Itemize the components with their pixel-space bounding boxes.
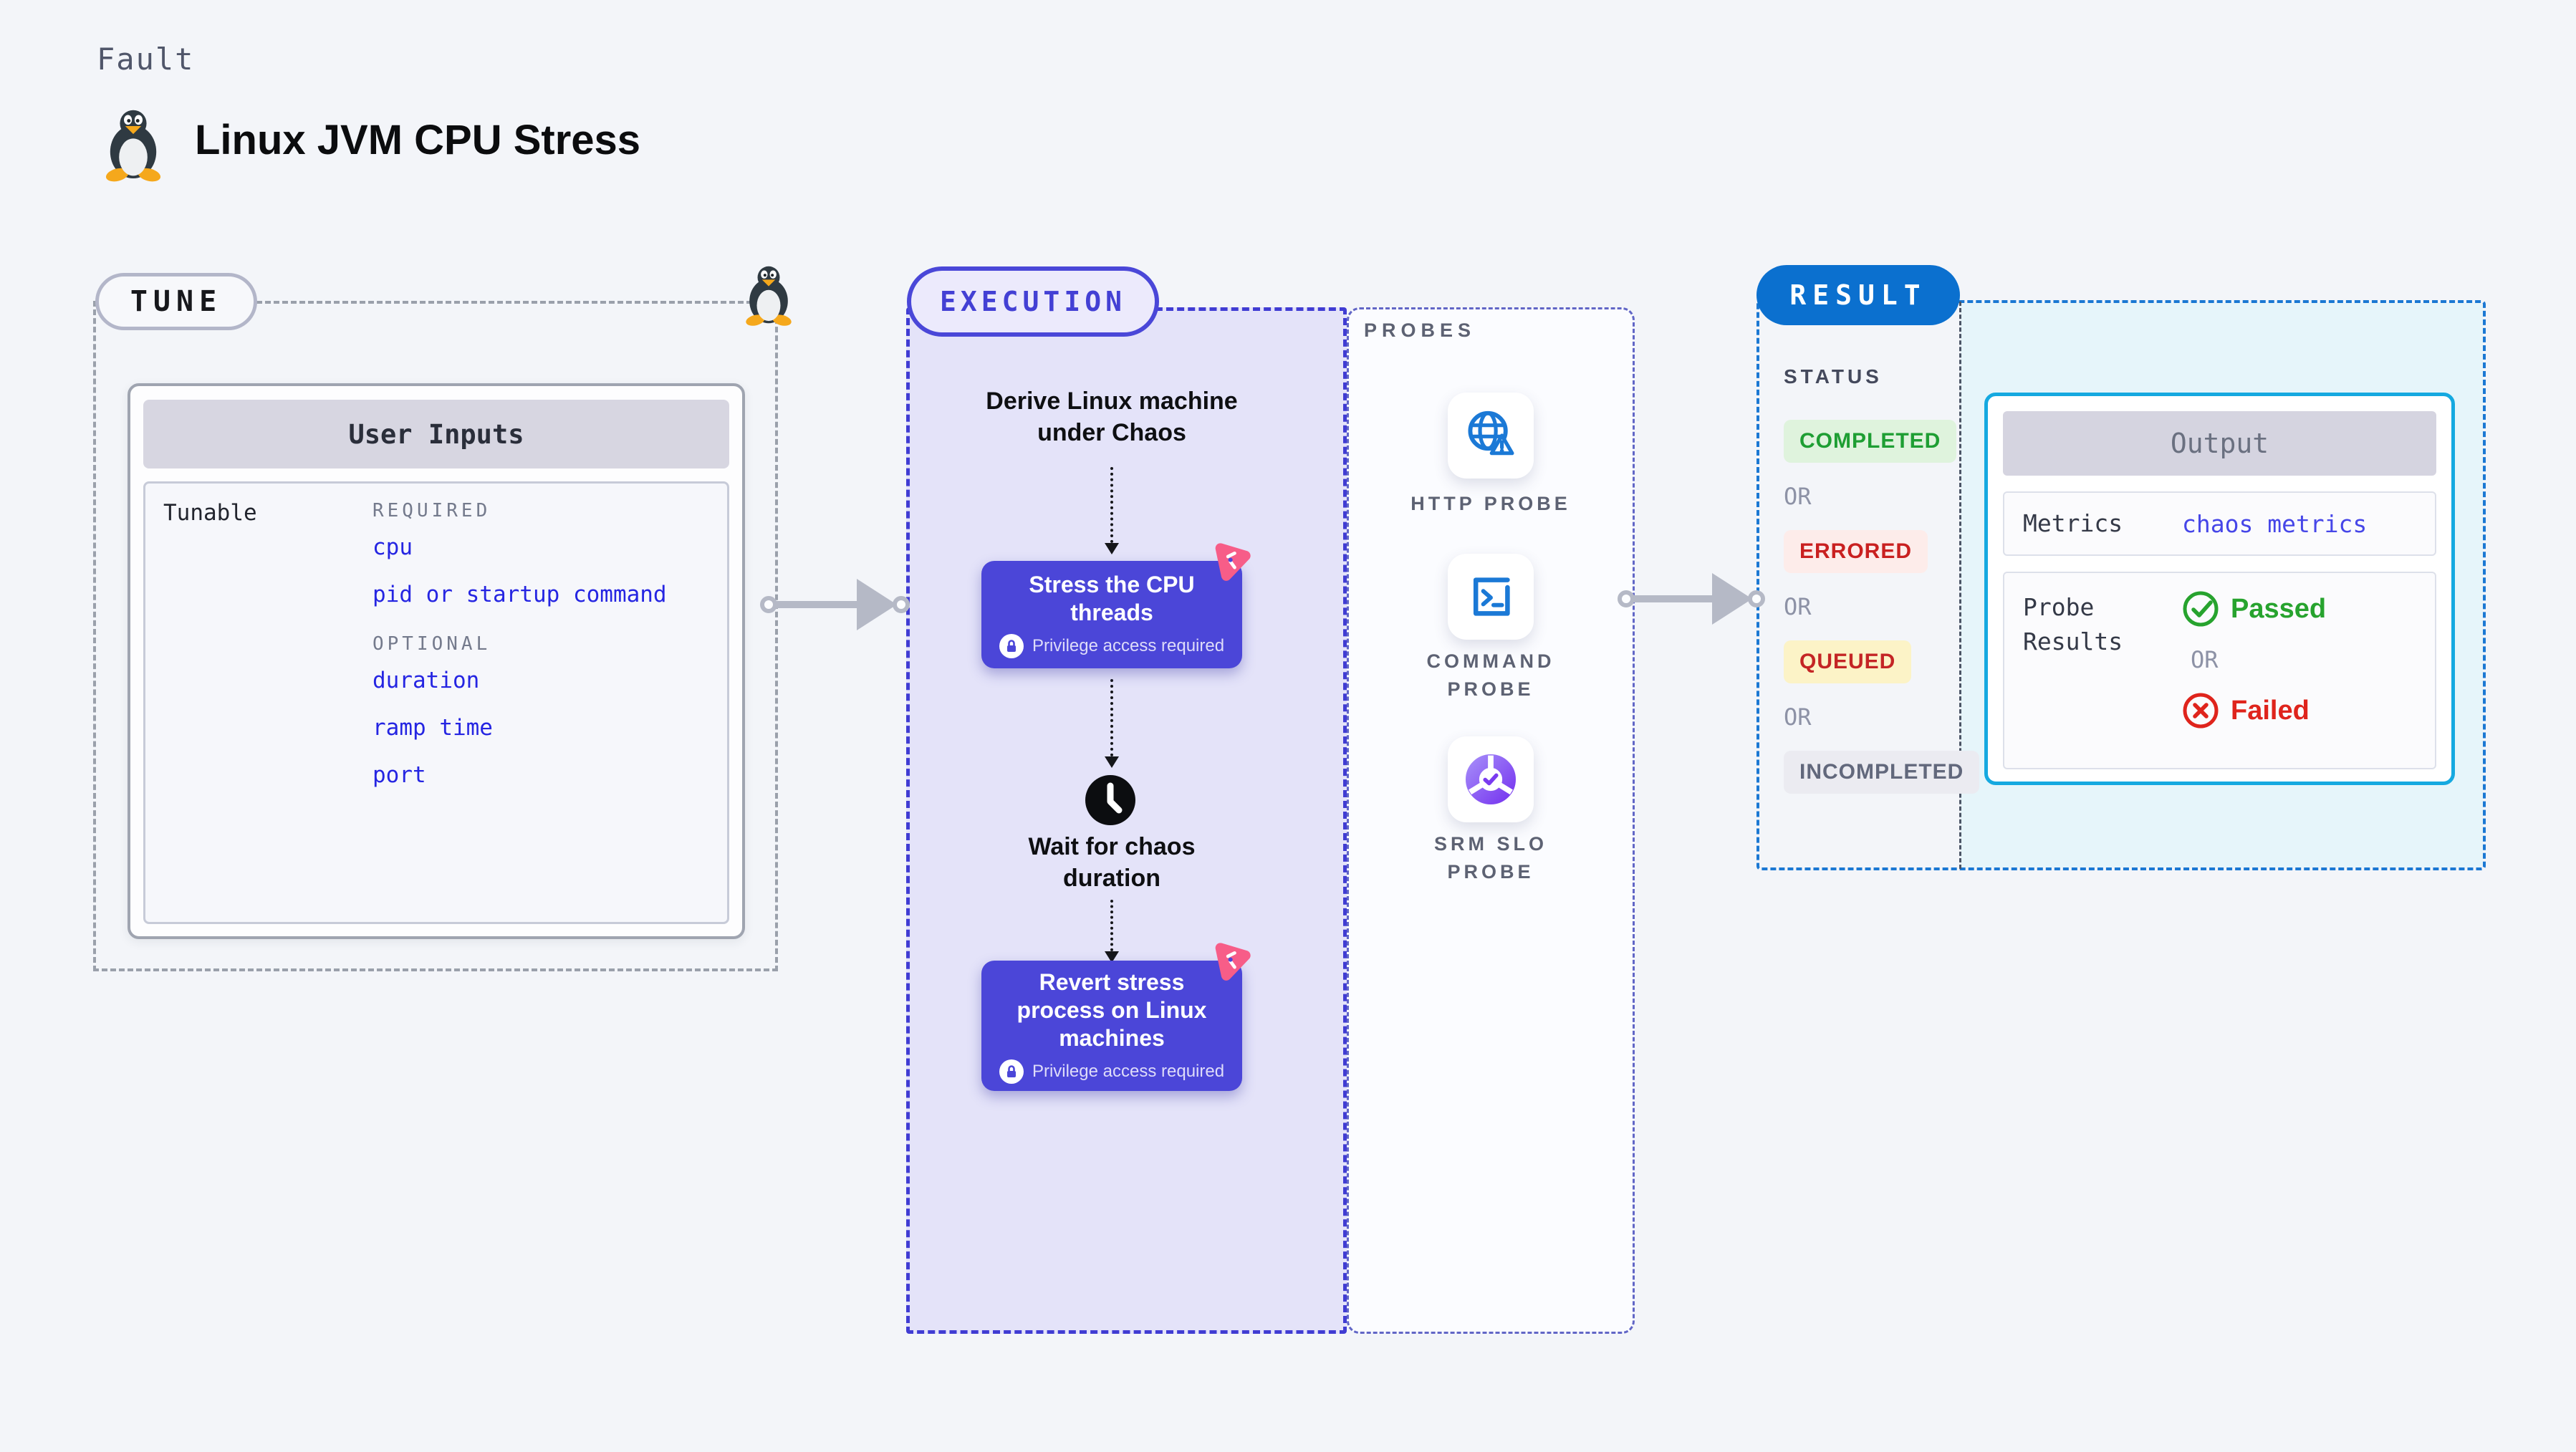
privilege-note: Privilege access required [999,634,1224,658]
command-probe-card [1448,554,1534,640]
tunable-item-port: port [373,762,426,788]
flow-connector [1110,467,1113,543]
arrow-tune-to-execution-head [857,579,897,630]
fault-kind-label: Fault [97,42,195,77]
output-header: Output [2003,411,2436,476]
clock-icon [1085,775,1135,825]
user-inputs-header: User Inputs [143,400,729,468]
step-revert-stress-card: Revert stress process on Linux machines … [981,961,1242,1091]
slo-donut-icon [1466,754,1516,804]
connector-dot [893,596,910,613]
status-label: STATUS [1784,365,1883,388]
tunable-item-pid: pid or startup command [373,582,667,607]
result-badge: RESULT [1756,265,1960,325]
metrics-row: Metrics chaos metrics [2003,491,2436,556]
linux-tux-icon [105,110,161,182]
arrow-tune-to-execution [769,601,865,608]
tunable-row-label: Tunable [163,500,257,526]
globe-alert-icon [1468,410,1514,456]
execution-badge: EXECUTION [907,266,1159,337]
passed-result: Passed [2182,590,2326,628]
flow-connector-arrow [1105,756,1119,768]
probe-results-label: Probe Results [2023,593,2123,655]
or-separator: OR [1784,483,1812,510]
or-separator: OR [1784,703,1812,731]
tune-badge: TUNE [95,273,257,330]
connector-dot [760,596,777,613]
x-circle-icon [2183,693,2219,729]
result-section-box [1756,300,2486,870]
metrics-label: Metrics [2023,509,2123,537]
step-derive-machine: Derive Linux machine under Chaos [986,388,1238,446]
probes-label: PROBES [1364,319,1476,341]
check-circle-icon [2183,591,2219,627]
status-badge-errored: ERRORED [1784,530,1928,573]
metrics-value: chaos metrics [2182,509,2368,538]
result-divider [1959,302,1961,869]
srm-slo-probe-caption: SRM SLO PROBE [1433,833,1547,883]
tunable-item-duration: duration [373,668,480,693]
chaos-logo-icon [1215,543,1251,581]
linux-tux-corner-icon [746,266,792,326]
flow-connector [1110,679,1113,756]
tunable-item-cpu: cpu [373,534,413,560]
tunable-list: REQUIRED cpu pid or startup command OPTI… [373,496,667,809]
execution-section-box [906,307,1347,1334]
step-stress-cpu-card: Stress the CPU threads Privilege access … [981,561,1242,668]
status-badge-completed: COMPLETED [1784,420,1957,463]
chaos-logo-icon [1215,943,1251,981]
connector-dot [1618,590,1635,607]
probe-results-row: Probe Results Passed OR Failed [2003,572,2436,769]
command-probe-caption: COMMAND PROBE [1426,650,1555,700]
output-card: Output Metrics chaos metrics Probe Resul… [1984,393,2455,785]
flow-connector [1110,900,1113,951]
connector-dot [1748,590,1765,607]
step-wait-duration: Wait for chaos duration [1028,833,1196,892]
lock-icon [999,634,1024,658]
status-column: STATUS COMPLETED OR ERRORED OR QUEUED OR… [1784,365,1980,794]
arrow-probes-to-result-head [1712,573,1752,625]
tunable-group-optional: OPTIONAL [373,633,491,655]
status-badge-queued: QUEUED [1784,640,1912,683]
page-title: Linux JVM CPU Stress [195,117,641,163]
failed-result: Failed [2182,692,2326,729]
terminal-icon [1473,577,1510,616]
tune-section-box [93,301,778,971]
flow-connector-arrow [1105,543,1119,554]
privilege-note: Privilege access required [999,1059,1224,1084]
or-separator: OR [1784,593,1812,620]
or-separator: OR [2191,646,2219,673]
lock-icon [999,1059,1024,1084]
srm-slo-probe-card [1448,736,1534,822]
http-probe-card [1448,393,1534,479]
arrow-probes-to-result [1626,595,1719,602]
status-badge-incompleted: INCOMPLETED [1784,751,1980,794]
tunable-group-required: REQUIRED [373,500,491,521]
flow-connector-arrow [1105,951,1119,963]
http-probe-caption: HTTP PROBE [1410,493,1571,514]
tunable-panel [143,481,729,924]
tunable-item-ramp-time: ramp time [373,715,493,741]
